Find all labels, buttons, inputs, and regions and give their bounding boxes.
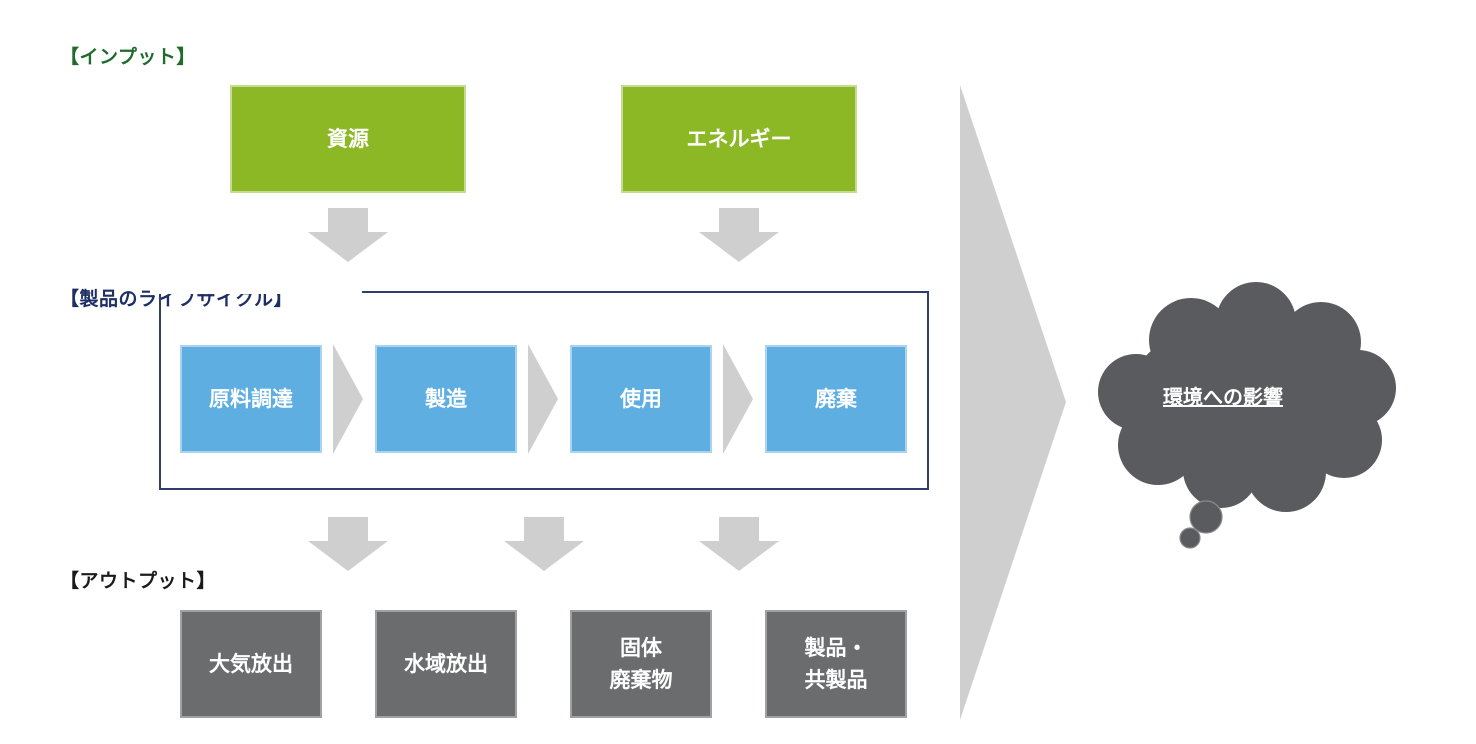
stage-box-use: 使用 [570, 345, 712, 453]
stage-box-manufacturing: 製造 [375, 345, 517, 453]
impact-cloud-icon [1098, 282, 1396, 549]
output-down-arrow-2 [504, 517, 584, 571]
lifecycle-frame [159, 291, 929, 490]
output-box-coproducts: 製品・ 共製品 [765, 610, 907, 718]
stage-box-raw-material: 原料調達 [180, 345, 322, 453]
big-right-arrow [960, 85, 1066, 720]
input-box-resources: 資源 [230, 85, 466, 193]
input-heading: 【インプット】 [60, 46, 196, 68]
input-box-energy: エネルギー [621, 85, 857, 193]
impact-label: 環境への影響 [1163, 385, 1283, 409]
output-down-arrow-3 [699, 517, 779, 571]
output-heading: 【アウトプット】 [60, 570, 217, 592]
output-box-solid-waste: 固体 廃棄物 [570, 610, 712, 718]
stage-box-disposal: 廃棄 [765, 345, 907, 453]
stage-chevron-3 [723, 344, 753, 454]
output-down-arrow-1 [308, 517, 388, 571]
stage-chevron-1 [333, 344, 363, 454]
input-resources-down-arrow [308, 208, 388, 262]
lifecycle-frame-gap [150, 284, 362, 294]
output-box-water-emission: 水域放出 [375, 610, 517, 718]
stage-chevron-2 [528, 344, 558, 454]
output-box-air-emission: 大気放出 [180, 610, 322, 718]
input-energy-down-arrow [699, 208, 779, 262]
